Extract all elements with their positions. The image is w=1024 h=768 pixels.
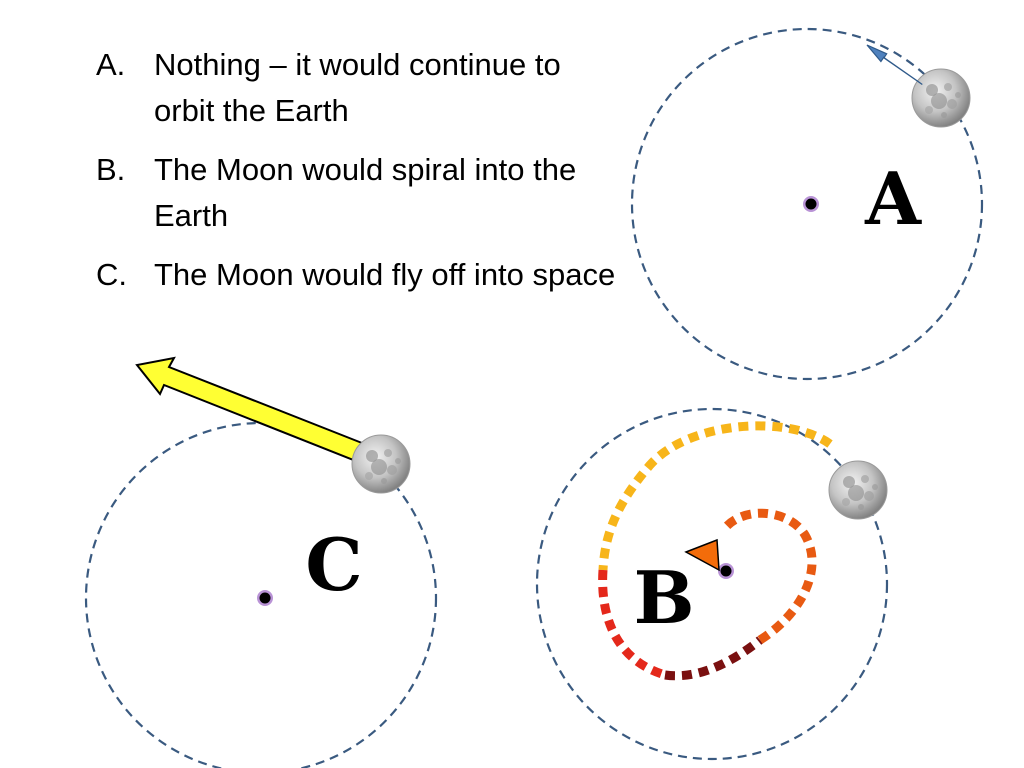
panel-c: C: [84, 356, 438, 768]
earth-dot-icon: [257, 590, 273, 606]
moon-icon: [351, 434, 411, 494]
option-text: Nothing – it would continue to orbit the…: [154, 47, 561, 128]
spiral-path-inner: [664, 636, 763, 681]
velocity-arrow-icon: [866, 44, 923, 85]
option-text: The Moon would fly off into space: [154, 257, 616, 292]
orbit-path: [535, 407, 889, 761]
moon-icon: [828, 460, 888, 520]
panel-b: B: [535, 407, 889, 761]
answer-option-b[interactable]: B. The Moon would spiral into the Earth: [96, 147, 616, 239]
option-letter: C.: [96, 257, 127, 292]
panel-a-label: A: [864, 156, 922, 241]
option-letter: B.: [96, 152, 126, 187]
option-letter: A.: [96, 47, 126, 82]
orbit-path: [84, 421, 438, 768]
panel-c-label: C: [305, 522, 362, 607]
escape-arrow-icon: [135, 356, 364, 463]
option-text: The Moon would spiral into the Earth: [154, 152, 577, 233]
earth-dot-icon: [718, 563, 734, 579]
panel-a: A: [630, 27, 984, 381]
orbit-path: [630, 27, 984, 381]
answer-option-a[interactable]: A. Nothing – it would continue to orbit …: [96, 42, 616, 134]
moon-icon: [911, 68, 971, 128]
spiral-path-inner-turn: [721, 508, 817, 644]
earth-dot-icon: [803, 196, 819, 212]
spiral-arrow-icon: [684, 538, 720, 572]
panel-b-label: B: [634, 555, 695, 640]
answer-option-c[interactable]: C. The Moon would fly off into space: [96, 252, 616, 298]
